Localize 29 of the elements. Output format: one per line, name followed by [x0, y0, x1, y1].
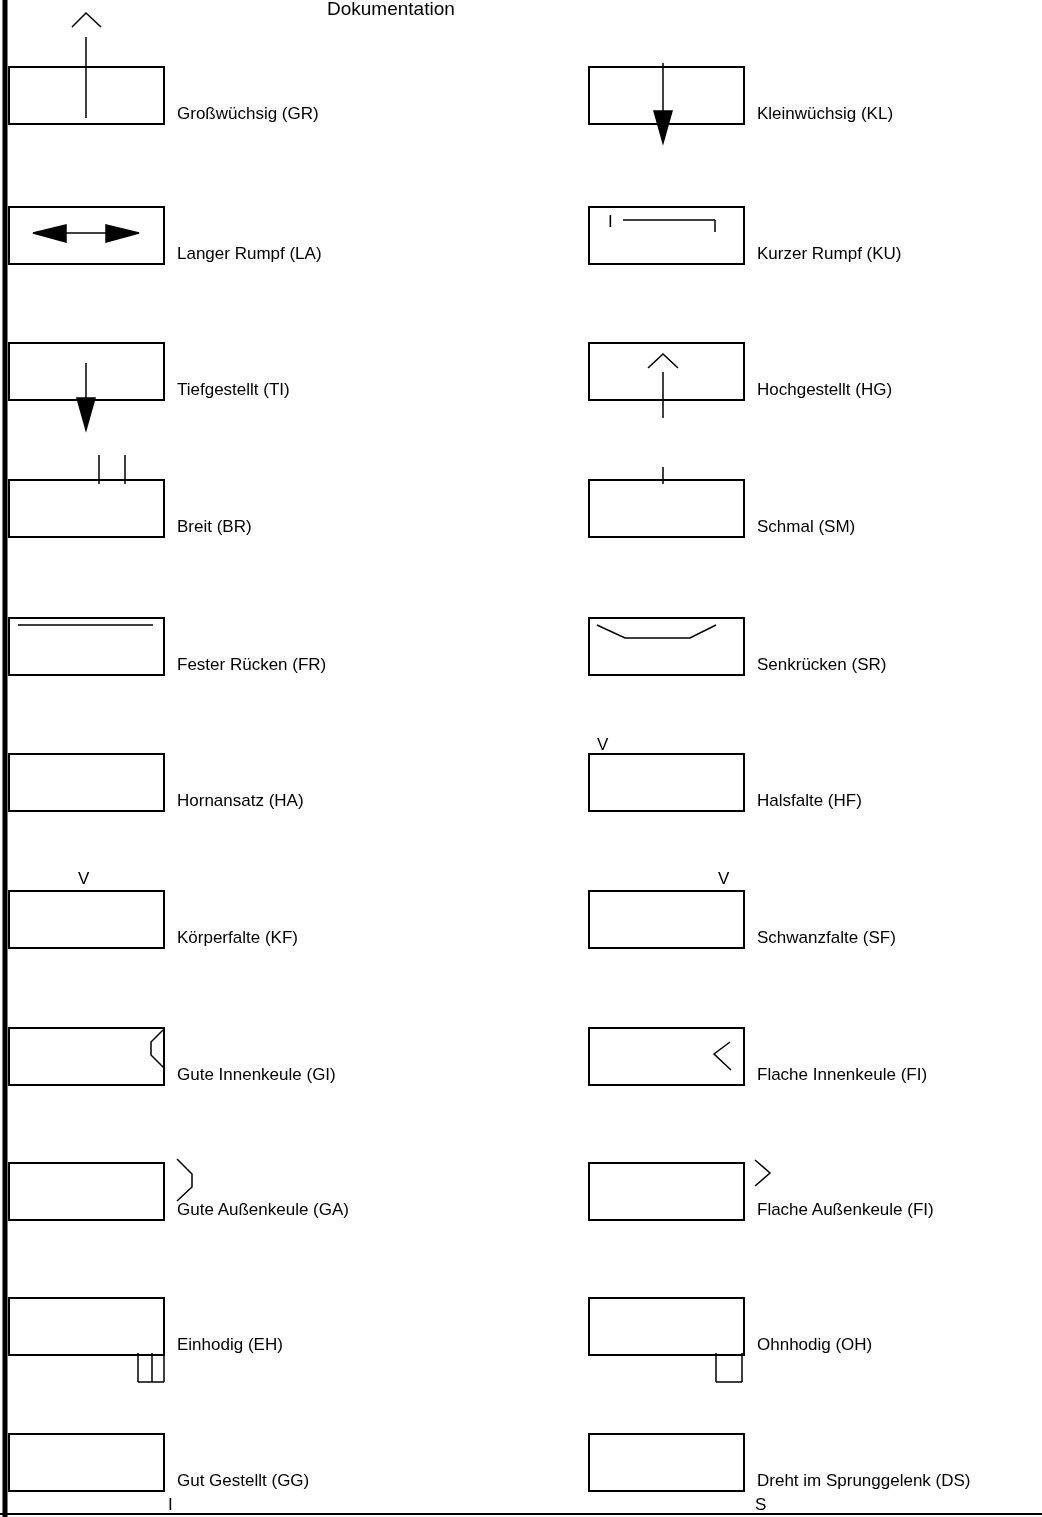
symbol-caption: Fester Rücken (FR) — [177, 655, 327, 675]
symbol-caption: Hornansatz (HA) — [177, 791, 304, 811]
symbol-caption: Großwüchsig (GR) — [177, 104, 319, 124]
symbol-caption: Körperfalte (KF) — [177, 928, 298, 948]
symbol-caption: Ohnhodig (OH) — [757, 1335, 873, 1355]
symbol-caption: Gut Gestellt (GG) — [177, 1471, 310, 1491]
symbol-letter: I — [608, 213, 613, 231]
symbol-caption: Senkrücken (SR) — [757, 655, 887, 675]
symbol-caption: Gute Innenkeule (GI) — [177, 1065, 336, 1085]
symbol-caption: Gute Außenkeule (GA) — [177, 1200, 349, 1220]
symbol-caption: Halsfalte (HF) — [757, 791, 862, 811]
symbol-caption: Tiefgestellt (TI) — [177, 380, 290, 400]
symbol-caption: Langer Rumpf (LA) — [177, 244, 322, 264]
symbol-letter: V — [78, 870, 90, 888]
symbol-caption: Breit (BR) — [177, 517, 252, 537]
symbol-caption: Flache Innenkeule (FI) — [757, 1065, 928, 1085]
symbol-caption: Schmal (SM) — [757, 517, 856, 537]
symbol-caption: Kurzer Rumpf (KU) — [757, 244, 902, 264]
title: Dokumentation — [327, 0, 455, 18]
symbol-letter: S — [755, 1496, 767, 1514]
symbol-caption: Schwanzfalte (SF) — [757, 928, 896, 948]
symbol-letter: V — [597, 736, 609, 754]
symbol-caption: Dreht im Sprunggelenk (DS) — [757, 1471, 971, 1491]
symbol-caption: Einhodig (EH) — [177, 1335, 283, 1355]
symbol-caption: Kleinwüchsig (KL) — [757, 104, 894, 124]
symbol-letter: I — [168, 1496, 173, 1514]
symbol-letter: V — [718, 870, 730, 888]
symbol-caption: Flache Außenkeule (FI) — [757, 1200, 934, 1220]
symbol-caption: Hochgestellt (HG) — [757, 380, 893, 400]
